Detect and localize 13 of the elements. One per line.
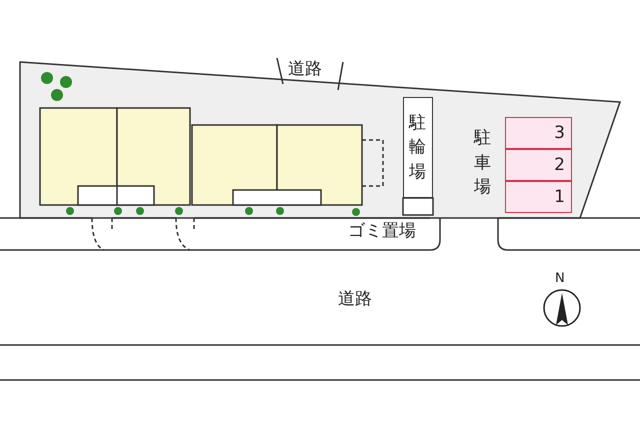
parking-space <box>505 149 572 181</box>
parking-space <box>505 117 572 149</box>
road-label: 道路 <box>338 290 372 309</box>
space-number: 1 <box>554 188 565 206</box>
north-label: N <box>555 272 565 286</box>
space-number: 3 <box>554 124 565 142</box>
area-label: ゴミ置場 <box>348 222 416 241</box>
area-label: 駐輪場 <box>409 112 427 184</box>
bicycle-parking-area <box>403 97 433 198</box>
parking-space <box>505 181 572 213</box>
area-label: 駐車場 <box>474 127 492 200</box>
space-number: 2 <box>554 156 565 174</box>
road-label: 道路 <box>288 60 322 79</box>
